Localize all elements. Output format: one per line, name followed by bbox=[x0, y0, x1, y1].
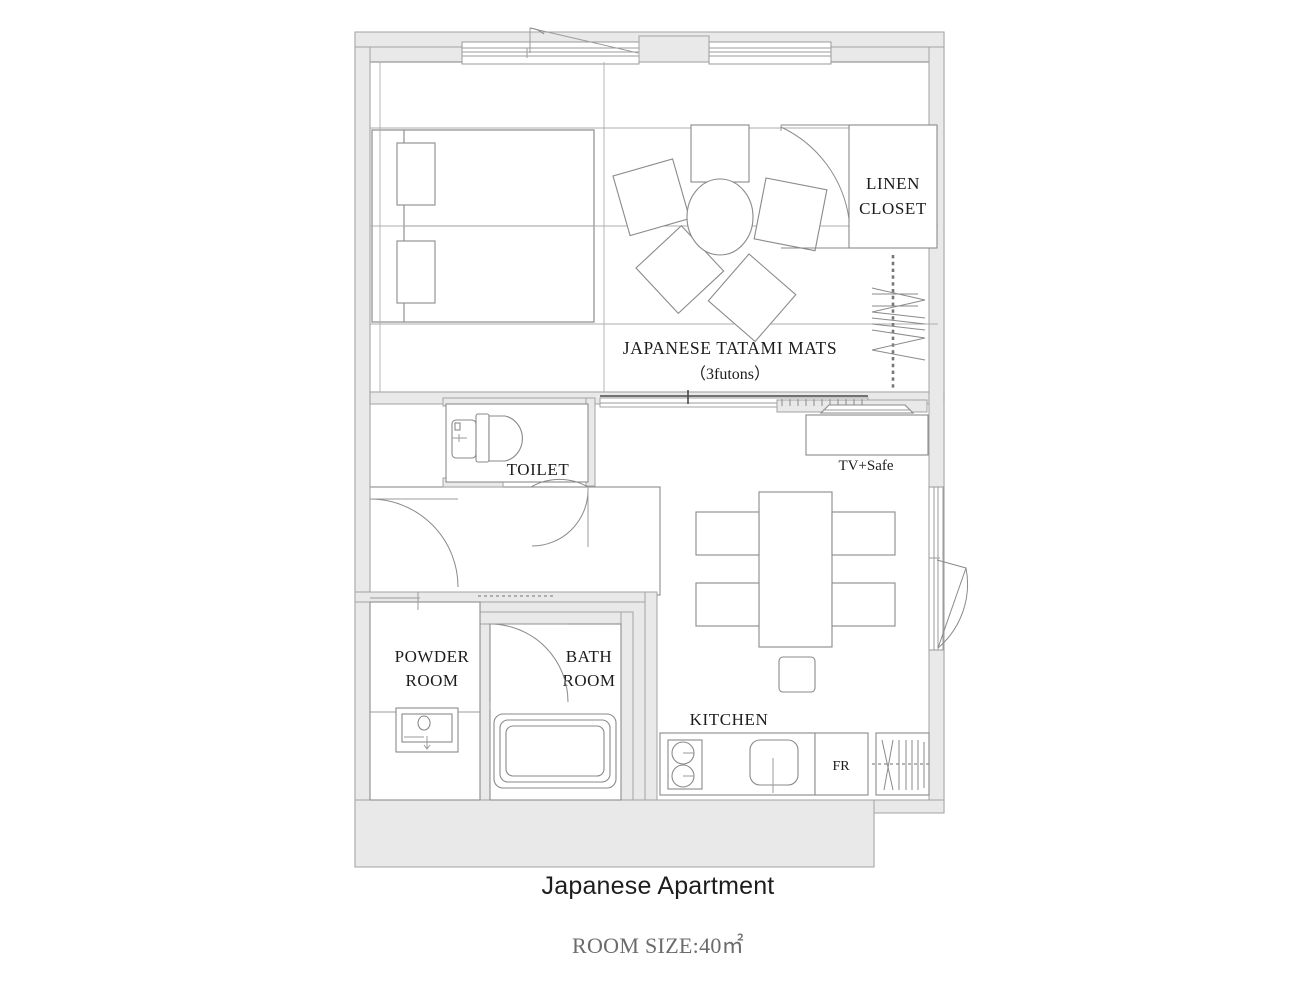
toilet-room-group: TOILET bbox=[445, 403, 589, 547]
dining-chair-left-bottom bbox=[695, 582, 760, 627]
dining-group bbox=[695, 491, 896, 693]
linen-closet-door-arc bbox=[780, 126, 850, 220]
toilet-tank bbox=[451, 419, 477, 459]
wall-bath-inner-top bbox=[477, 611, 634, 625]
dining-table bbox=[758, 491, 833, 648]
round-low-table bbox=[686, 178, 754, 256]
kitchen-group: KITCHEN FR bbox=[659, 710, 930, 796]
tv-cabinet bbox=[805, 414, 929, 456]
entry-door-group bbox=[928, 486, 969, 651]
powder-room-floor bbox=[369, 601, 481, 801]
dining-chair-right-bottom bbox=[831, 582, 896, 627]
wall-bottom-right bbox=[873, 799, 945, 814]
bathtub bbox=[493, 713, 617, 789]
entry-closet bbox=[872, 732, 930, 796]
bed-lower bbox=[403, 225, 595, 323]
bath-room-label-1: BATH bbox=[566, 647, 612, 666]
wall-bath-inner-right bbox=[620, 611, 634, 801]
toilet-fixture bbox=[451, 413, 523, 463]
tv-safe-label: TV+Safe bbox=[838, 458, 893, 474]
vanity-sink bbox=[395, 707, 459, 753]
window-mullion bbox=[638, 35, 710, 63]
dining-chair-right-top bbox=[831, 511, 896, 556]
powder-door-arc bbox=[369, 498, 459, 588]
wall-bath-top bbox=[354, 591, 656, 603]
low-table-seating-group bbox=[612, 124, 828, 343]
sliding-door-track bbox=[599, 390, 928, 413]
window-wall-top bbox=[461, 27, 832, 65]
detail-ticks bbox=[369, 392, 945, 404]
bath-room-group: BATH ROOM bbox=[478, 595, 622, 801]
bed-upper bbox=[403, 129, 595, 227]
wall-left bbox=[354, 31, 371, 868]
floor-cushion-top bbox=[690, 124, 750, 183]
toilet-door-arc bbox=[530, 478, 589, 488]
linen-closet-room bbox=[848, 124, 938, 249]
bed-group bbox=[371, 129, 595, 323]
plan-title: Japanese Apartment bbox=[541, 872, 775, 900]
bath-room-label-2: ROOM bbox=[562, 671, 615, 690]
room-size-caption: ROOM SIZE:40㎡ bbox=[572, 933, 744, 958]
bathtub-outer bbox=[493, 713, 617, 789]
floor-cushion-right bbox=[753, 177, 828, 252]
floor-cushion-lower-right bbox=[707, 253, 797, 343]
bath-door-arc bbox=[489, 623, 569, 703]
hallway-door-group bbox=[369, 498, 459, 588]
pillow-upper bbox=[396, 142, 436, 206]
powder-room-group: POWDER ROOM bbox=[369, 592, 481, 801]
kitchen-sink bbox=[749, 739, 799, 793]
toilet-label: TOILET bbox=[507, 460, 570, 479]
toilet-seat-back bbox=[475, 413, 490, 463]
hallway-floor bbox=[369, 486, 661, 596]
dining-chair-left-top bbox=[695, 511, 760, 556]
linen-closet-label-2: CLOSET bbox=[859, 199, 927, 218]
powder-room-label-2: ROOM bbox=[405, 671, 458, 690]
linen-closet-label-1: LINEN bbox=[866, 174, 920, 193]
refrigerator bbox=[814, 732, 869, 796]
wall-bottom-left bbox=[354, 799, 875, 868]
tv-safe-group: TV+Safe bbox=[805, 404, 929, 474]
pillow-lower bbox=[396, 240, 436, 304]
tatami-sublabel: （3futons） bbox=[690, 365, 770, 383]
powder-room-label-1: POWDER bbox=[395, 647, 470, 666]
wall-bath-right bbox=[644, 591, 658, 801]
cooktop-two-burner bbox=[667, 739, 703, 790]
linen-closet-group bbox=[780, 124, 938, 249]
tv-screen bbox=[819, 404, 915, 414]
kitchen-label: KITCHEN bbox=[690, 710, 769, 729]
tatami-label: JAPANESE TATAMI MATS bbox=[623, 338, 837, 358]
wardrobe-rod-group bbox=[871, 255, 926, 390]
toilet-bowl bbox=[488, 415, 523, 462]
floor-cushion-left bbox=[612, 158, 691, 237]
dining-stool bbox=[778, 656, 816, 693]
fridge-label: FR bbox=[832, 759, 850, 774]
